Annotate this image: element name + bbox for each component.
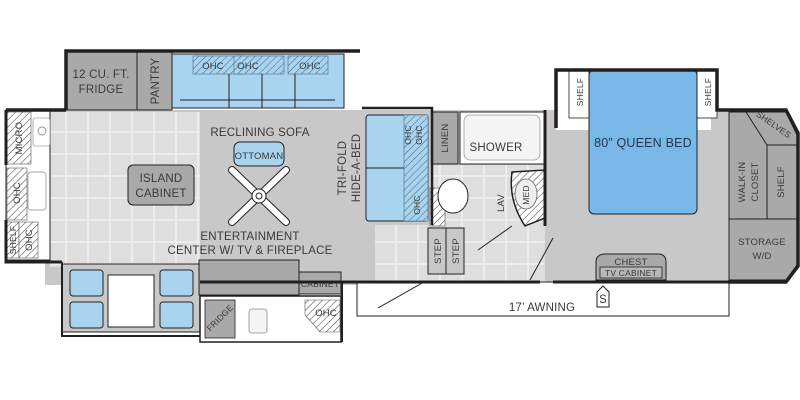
lav-label: LAV: [496, 194, 507, 212]
entertainment-center: [198, 259, 300, 296]
shelf-label-kitchen: SHELF: [8, 226, 18, 254]
s-marker-label: S: [599, 294, 607, 306]
shelf-label-bed-right: SHELF: [703, 78, 713, 106]
sink-icon: [27, 171, 47, 211]
toilet-icon: [437, 178, 469, 214]
ohc-label-outdoor: OHC: [315, 308, 337, 319]
cabinet-label: CABINET: [301, 279, 339, 289]
chair-icon: [159, 301, 194, 329]
entertainment-label: ENTERTAINMENT: [200, 231, 299, 243]
outdoor-kitchen: CABINET FRIDGE OHC: [198, 259, 342, 343]
ohc-label-sofa-2: OHC: [237, 61, 259, 72]
s-marker-icon: [596, 285, 610, 308]
sofa-label: RECLINING SOFA: [210, 127, 309, 139]
linen-label: LINEN: [440, 124, 451, 153]
chest-label: CHEST: [614, 257, 647, 268]
hide-a-bed-label-2: HIDE-A-BED: [351, 134, 363, 202]
shelf-label-bed-left: SHELF: [575, 78, 585, 106]
door-swing: [477, 225, 513, 251]
fridge-label: 12 CU. FT.: [73, 69, 130, 81]
kitchen-area: 12 CU. FT. FRIDGE PANTRY MICRO OHC SHELF…: [5, 51, 195, 261]
ohc-label-bed-2: OHC: [414, 125, 424, 145]
ohc-label-kitchen-2: OHC: [24, 229, 35, 251]
outdoor-sink-icon: [248, 308, 268, 334]
bed-label: 80” QUEEN BED: [594, 136, 692, 150]
chair-icon: [159, 269, 194, 297]
ottoman-label: OTTOMAN: [235, 151, 284, 162]
chair-icon: [69, 269, 104, 297]
hide-a-bed-label: TRI-FOLD: [337, 141, 349, 196]
walls: [4, 49, 800, 342]
chair-icon: [69, 301, 104, 329]
step-2: [445, 227, 465, 275]
entertainment-label-2: CENTER W/ TV & FIREPLACE: [168, 245, 333, 257]
pantry-label: PANTRY: [150, 57, 162, 104]
micro-label: MICRO: [14, 122, 25, 155]
shower-label: SHOWER: [470, 142, 523, 154]
closet-label: WALK-IN: [737, 162, 748, 203]
step-label-1: STEP: [433, 238, 444, 264]
med-label: MED: [521, 185, 531, 205]
step-label-2: STEP: [451, 238, 462, 264]
door-swing: [529, 237, 554, 281]
awning-label: 17’ AWNING: [509, 302, 575, 314]
door-swing: [377, 281, 425, 309]
dining-table: [107, 274, 155, 328]
burner-icon: [37, 126, 47, 136]
closet-label-2: CLOSET: [750, 162, 761, 201]
bath-area: LINEN SHOWER LAV MED STEP STEP: [427, 111, 546, 275]
fridge-label-2: FRIDGE: [79, 84, 124, 96]
island-label: ISLAND: [140, 173, 183, 185]
ohc-label-sofa-1: OHC: [202, 61, 224, 72]
tv-cabinet-label: TV CABINET: [605, 268, 657, 278]
closet-shelf-label: SHELF: [776, 166, 787, 198]
dinette: [61, 263, 201, 333]
awning: 17’ AWNING S: [356, 281, 730, 317]
ohc-label-bed-3: OHC: [412, 195, 422, 215]
ohc-label-bed-1: OHC: [403, 125, 413, 145]
ohc-label-sofa-3: OHC: [299, 61, 321, 72]
storage-label: STORAGE: [738, 237, 786, 248]
storage-label-2: W/D: [752, 251, 771, 262]
living-area: OHC OHC OHC RECLINING SOFA OTTOMAN ENTER…: [168, 53, 429, 257]
island-label-2: CABINET: [135, 188, 186, 200]
ceiling-fan-icon: [228, 166, 290, 226]
ohc-label-kitchen-1: OHC: [12, 182, 23, 204]
